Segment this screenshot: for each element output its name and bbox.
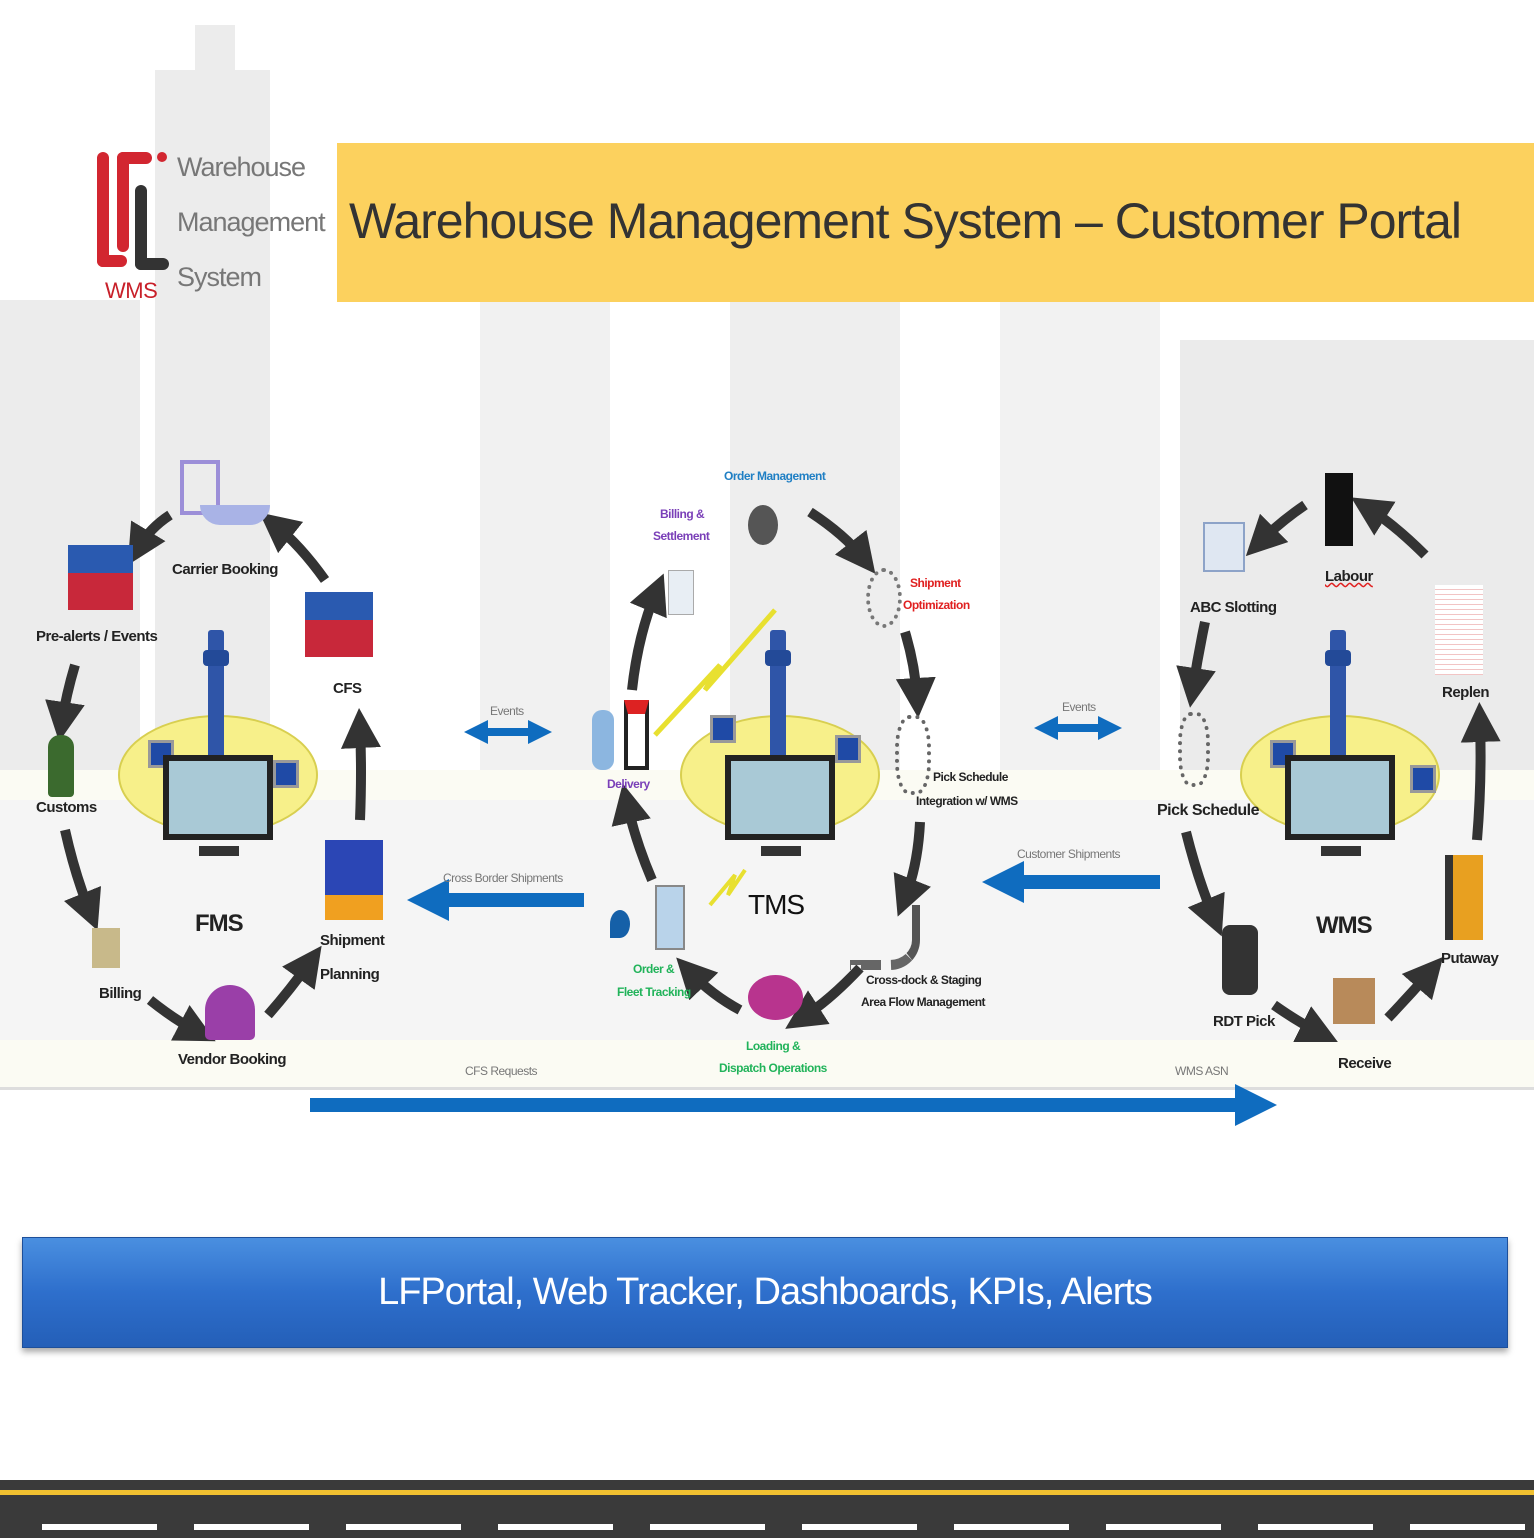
receive-box-icon <box>1333 978 1375 1024</box>
hub-label-wms: WMS <box>1316 912 1373 939</box>
label-order-management: Order Management <box>724 469 826 483</box>
container-icon <box>68 545 133 610</box>
logo-line-1: Warehouse <box>177 152 306 182</box>
replen-sheet-icon <box>1435 585 1483 675</box>
label-billing-settlement: Billing & <box>660 507 705 521</box>
label-pre-alerts: Pre-alerts / Events <box>36 628 158 645</box>
label-pick-schedule-integration-2: Integration w/ WMS <box>916 794 1018 808</box>
label-billing-settlement-2: Settlement <box>653 529 710 543</box>
label-cfs-requests: CFS Requests <box>465 1064 538 1078</box>
road <box>0 1480 1534 1538</box>
vendor-agent-icon <box>205 985 255 1040</box>
label-delivery: Delivery <box>607 777 650 791</box>
crossdock-icon <box>850 905 920 970</box>
label-shipment-planning: Shipment <box>320 932 385 949</box>
forklift-icon <box>1445 855 1483 940</box>
label-receive: Receive <box>1338 1055 1392 1072</box>
labour-device-icon <box>1325 473 1353 546</box>
customs-officer-icon <box>48 735 74 797</box>
label-customer-shipments: Customer Shipments <box>1017 847 1121 861</box>
label-putaway: Putaway <box>1441 950 1499 967</box>
label-rdt-pick: RDT Pick <box>1213 1013 1275 1030</box>
page-title: Warehouse Management System – Customer P… <box>349 193 1462 249</box>
label-customs: Customs <box>36 799 97 816</box>
wireless-bolt <box>653 608 777 737</box>
title-bar: Warehouse Management System – Customer P… <box>337 143 1534 302</box>
label-carrier-booking: Carrier Booking <box>172 561 278 578</box>
logo-line-2: Management <box>177 207 326 237</box>
wms-hub <box>1240 630 1440 870</box>
logo: WMS Warehouse Management System <box>95 150 330 310</box>
report-doc-icon <box>668 570 694 615</box>
delivery-phone-icon <box>592 700 657 775</box>
label-loading-dispatch-2: Dispatch Operations <box>719 1061 827 1075</box>
label-cross-border: Cross Border Shipments <box>443 871 563 885</box>
pick-schedule-icon <box>1178 712 1210 787</box>
order-gear-icon <box>748 505 778 545</box>
label-order-fleet-tracking: Order & <box>633 962 675 976</box>
fms-hub <box>118 630 318 870</box>
label-wms-asn: WMS ASN <box>1175 1064 1229 1078</box>
loading-gears-icon <box>748 975 803 1020</box>
label-replen: Replen <box>1442 684 1490 701</box>
ship-crane-icon <box>180 460 270 530</box>
label-cfs: CFS <box>333 680 362 697</box>
tms-hub <box>680 630 880 870</box>
banner-text: LFPortal, Web Tracker, Dashboards, KPIs,… <box>378 1271 1153 1313</box>
label-shipment-planning-2: Planning <box>320 966 380 983</box>
abc-slotting-icon <box>1203 522 1245 572</box>
fleet-map-icon <box>610 885 685 955</box>
hub-label-tms: TMS <box>748 889 805 920</box>
optimization-gears-icon <box>866 568 902 628</box>
label-vendor-booking: Vendor Booking <box>178 1051 287 1068</box>
label-shipment-optimization-2: Optimization <box>903 598 970 612</box>
label-crossdock-2: Area Flow Management <box>861 995 986 1009</box>
billing-icon <box>92 928 120 968</box>
truck-icon <box>325 840 383 920</box>
label-events-left: Events <box>490 704 524 718</box>
monitor-icon <box>163 755 273 856</box>
portal-banner: LFPortal, Web Tracker, Dashboards, KPIs,… <box>22 1237 1508 1348</box>
label-labour: Labour <box>1325 568 1373 585</box>
monitor-icon <box>725 755 835 856</box>
pick-schedule-icon <box>895 715 931 795</box>
logo-line-3: System <box>177 262 262 292</box>
label-crossdock: Cross-dock & Staging <box>866 973 982 987</box>
hub-label-fms: FMS <box>195 910 244 937</box>
label-loading-dispatch: Loading & <box>746 1039 801 1053</box>
label-order-fleet-tracking-2: Fleet Tracking <box>617 985 691 999</box>
rdt-scanner-icon <box>1222 925 1258 995</box>
logo-mark <box>95 150 170 270</box>
label-billing: Billing <box>99 985 142 1002</box>
label-shipment-optimization: Shipment <box>910 576 961 590</box>
container-icon <box>305 592 373 657</box>
label-pick-schedule: Pick Schedule <box>1157 802 1260 819</box>
label-pick-schedule-integration: Pick Schedule <box>933 770 1008 784</box>
label-events-right: Events <box>1062 700 1096 714</box>
monitor-icon <box>1285 755 1395 856</box>
label-abc-slotting: ABC Slotting <box>1190 599 1277 616</box>
logo-sub: WMS <box>105 278 158 303</box>
